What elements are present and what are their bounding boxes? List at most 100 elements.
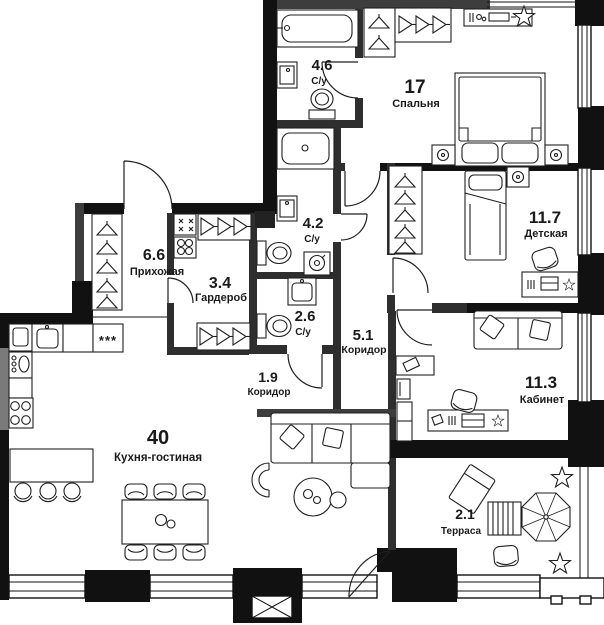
kitchen-island-icon — [9, 448, 94, 503]
svg-text:3.4: 3.4 — [209, 275, 231, 292]
svg-text:С/у: С/у — [295, 327, 311, 338]
room-label-spalnya: 17 Спальня — [392, 77, 440, 110]
door-su-46 — [321, 61, 359, 99]
wall — [257, 272, 341, 279]
umbrella-icon — [521, 492, 571, 542]
door-su-42 — [340, 213, 368, 241]
furniture: *** — [8, 5, 579, 574]
wall — [85, 570, 150, 602]
sofa-icon — [270, 412, 391, 489]
wall — [578, 253, 604, 315]
wall — [377, 440, 604, 458]
door-kabinet — [396, 309, 433, 346]
room-label-garderob: 3.4 Гардероб — [195, 275, 247, 304]
room-labels: 4.6 С/у 17 Спальня 11.7 Детская 6.6 Прих… — [114, 57, 568, 537]
wall — [377, 548, 457, 602]
window — [8, 574, 86, 599]
toilet-icon — [308, 88, 336, 120]
office-desk-icon — [395, 355, 509, 442]
wall — [72, 281, 93, 320]
window — [577, 24, 592, 109]
windows — [8, 24, 604, 619]
room-label-terrasa: 2.1 Терраса — [441, 506, 482, 537]
wall — [575, 0, 604, 26]
dining-table-icon — [121, 483, 209, 561]
svg-text:5.1: 5.1 — [353, 327, 374, 344]
svg-text:Прихожая: Прихожая — [130, 266, 184, 278]
window — [301, 574, 378, 599]
toilet-icon — [256, 240, 292, 266]
svg-text:2.1: 2.1 — [455, 506, 475, 522]
fridge-icon: *** — [99, 333, 117, 348]
wardrobe-icon — [363, 7, 452, 58]
room-label-koridor-19: 1.9 Коридор — [247, 369, 290, 398]
room-label-su-46: 4.6 С/у — [311, 57, 332, 87]
kitchen-counter-icon: *** — [8, 323, 124, 429]
wall — [277, 120, 363, 128]
window — [456, 574, 541, 599]
wall — [380, 163, 578, 171]
svg-text:Коридор: Коридор — [247, 387, 290, 398]
svg-text:4.6: 4.6 — [312, 57, 333, 74]
wall — [322, 345, 341, 354]
svg-text:11.3: 11.3 — [525, 373, 557, 392]
svg-text:4.2: 4.2 — [303, 215, 324, 232]
wall — [333, 242, 341, 352]
nightstand-icon — [506, 166, 530, 188]
door-detskaya — [392, 257, 429, 294]
doors — [123, 61, 433, 598]
svg-text:Кабинет: Кабинет — [520, 394, 565, 406]
wall — [75, 203, 84, 288]
wall — [487, 1, 577, 8]
shaft — [0, 348, 9, 430]
washer-icon — [173, 213, 197, 236]
double-bed-icon — [454, 72, 546, 167]
entrance-door — [123, 160, 173, 210]
door-terrasa — [348, 550, 391, 598]
wall — [249, 345, 287, 354]
svg-text:Коридор: Коридор — [341, 344, 386, 356]
svg-text:Детская: Детская — [524, 228, 567, 240]
shower-tray-icon — [276, 127, 335, 170]
terrace-chair-icon — [492, 544, 520, 568]
wall — [167, 347, 249, 355]
svg-text:Спальня: Спальня — [392, 98, 440, 110]
wall — [467, 303, 578, 313]
wall — [75, 203, 124, 214]
svg-text:Гардероб: Гардероб — [195, 292, 247, 304]
single-bed-icon — [464, 170, 507, 261]
dryer-icon — [173, 236, 197, 259]
desk-icon — [521, 271, 579, 298]
terrace-table-slats — [492, 502, 514, 535]
wall — [249, 213, 257, 352]
coffee-table-icon — [293, 477, 347, 517]
wall — [172, 203, 277, 214]
wall — [0, 313, 93, 324]
lounge-chair-icon — [448, 464, 496, 514]
wall — [355, 98, 363, 128]
wall — [578, 106, 604, 170]
terrace-furniture — [448, 464, 574, 574]
svg-text:17: 17 — [404, 77, 425, 98]
wall — [0, 313, 9, 600]
wall — [167, 303, 174, 352]
svg-text:Кухня-гостиная: Кухня-гостиная — [114, 452, 202, 464]
svg-text:40: 40 — [147, 427, 169, 449]
svg-text:2.6: 2.6 — [295, 308, 316, 325]
bathtub-icon — [276, 9, 359, 48]
toilet-icon — [256, 313, 292, 339]
washing-machine-icon — [303, 251, 331, 276]
room-label-su-42: 4.2 С/у — [303, 215, 324, 245]
window — [577, 167, 592, 256]
sink-icon — [276, 61, 298, 89]
dressing-table-icon — [463, 5, 536, 27]
wall — [388, 311, 396, 440]
room-label-koridor-51: 5.1 Коридор — [341, 327, 386, 356]
chair-icon — [529, 245, 561, 273]
wall — [333, 163, 345, 171]
vent-icon — [251, 595, 293, 619]
svg-text:11.7: 11.7 — [529, 208, 561, 227]
